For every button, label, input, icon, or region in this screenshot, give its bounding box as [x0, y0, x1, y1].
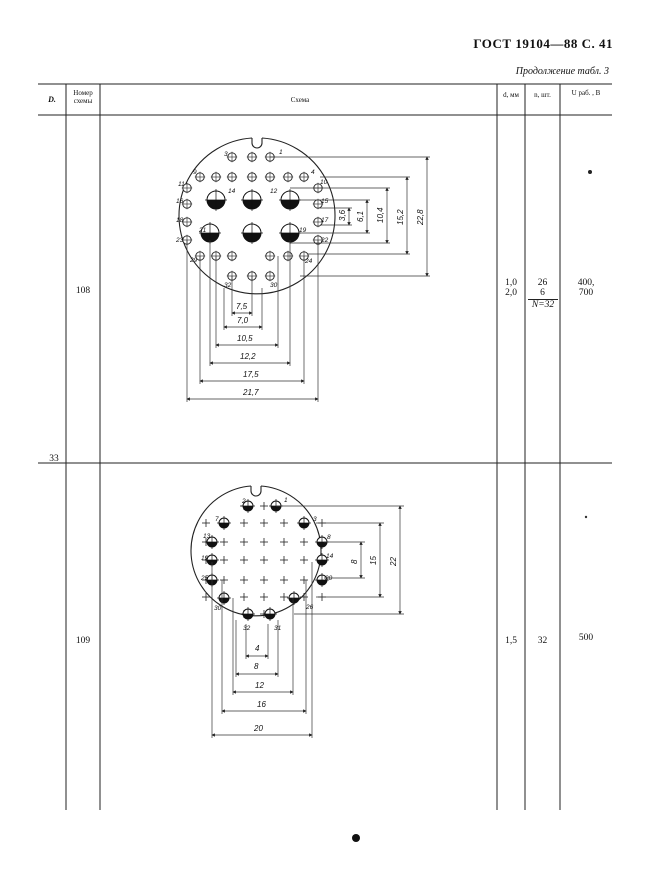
pin-label: 26: [305, 604, 314, 611]
pin-label: 17: [321, 217, 329, 224]
pin-label: 30: [270, 282, 278, 289]
row108-n-total: N=32: [528, 299, 558, 311]
row108-scheme-no: 108: [75, 286, 91, 296]
row109-u-value: 500: [578, 633, 594, 643]
dim-label: 3,6: [338, 209, 347, 221]
dim-label: 7,0: [237, 316, 249, 325]
pin-label: 10: [320, 179, 328, 186]
page-header-title: ГОСТ 19104—88 С. 41: [473, 36, 613, 51]
pin-label: 14: [228, 188, 236, 195]
table-continuation-note: Продолжение табл. 3: [515, 66, 609, 77]
pin-label: 30: [214, 605, 222, 612]
pin-label: 1: [279, 149, 283, 156]
pin-label: 13: [203, 533, 211, 540]
dim-label: 22: [389, 557, 398, 567]
row109-n-value: 32: [537, 636, 548, 646]
dim-label: 7,5: [236, 302, 248, 311]
dim-label: 10,5: [237, 334, 253, 343]
row108-n-line2: 6: [540, 288, 545, 298]
row-separator-number: 33: [49, 454, 59, 464]
pin-label: 18: [176, 217, 184, 224]
dim-label: 4: [255, 644, 260, 653]
pin-label: 11: [178, 181, 185, 188]
pin-label: 25: [200, 575, 209, 582]
row108-n-line1: 26: [537, 278, 548, 288]
pin-label: 3: [313, 516, 317, 523]
dim-label: 6,1: [356, 211, 365, 222]
pin-label: 21: [198, 227, 207, 234]
pin-label: 32: [243, 625, 251, 632]
pin-label: 8: [327, 534, 331, 541]
col-header-n: n, шт.: [534, 91, 551, 99]
dim-label: 8: [350, 559, 359, 564]
pin-label: 4: [311, 169, 315, 176]
row109-d-value: 1,5: [505, 636, 517, 646]
dim-label: 21,7: [242, 388, 259, 397]
dim-label: 15,2: [396, 209, 405, 225]
row108-u-line1: 400,: [577, 278, 595, 288]
pin-label: 22: [320, 237, 329, 244]
pin-label: 29: [189, 257, 198, 264]
dim-label: 10,4: [376, 207, 385, 223]
pin-label: 3: [224, 151, 228, 158]
dim-label: 8: [254, 662, 259, 671]
row108-d-line1: 1,0: [505, 278, 517, 288]
pin-label: 15: [321, 198, 329, 205]
pin-label: 9: [193, 169, 197, 176]
dim-label: 22,8: [416, 209, 425, 226]
pin-label: 23: [175, 237, 184, 244]
pin-label: 2: [241, 498, 246, 505]
col-header-scheme-no: Номер схемы: [73, 89, 93, 105]
pin-label: 16: [176, 198, 184, 205]
pin-label: 20: [324, 575, 333, 582]
dim-label: 12,2: [240, 352, 256, 361]
pin-label: 31: [274, 625, 282, 632]
col-header-d-pin: d, мм: [503, 91, 519, 99]
dim-label: 12: [255, 681, 264, 690]
pin-label: 1: [284, 497, 288, 504]
pin-label: 14: [326, 553, 334, 560]
dim-label: 16: [257, 700, 266, 709]
col-header-scheme: Схема: [290, 96, 310, 104]
dim-label: 20: [253, 724, 263, 733]
row108-d-line2: 2,0: [505, 288, 517, 298]
pin-label: 19: [299, 227, 307, 234]
col-header-d: D.: [48, 95, 56, 104]
row108-u-line2: 700: [578, 288, 594, 298]
pin-label: 19: [201, 555, 209, 562]
pin-label: 12: [270, 188, 278, 195]
pin-label: 7: [215, 516, 219, 523]
pin-label: 24: [304, 258, 313, 265]
row109-scheme-no: 109: [75, 636, 91, 646]
dim-label: 15: [369, 556, 378, 565]
col-header-u-work: U раб. , В: [571, 89, 601, 97]
dim-label: 17,5: [243, 370, 259, 379]
pin-label: 32: [224, 282, 232, 289]
